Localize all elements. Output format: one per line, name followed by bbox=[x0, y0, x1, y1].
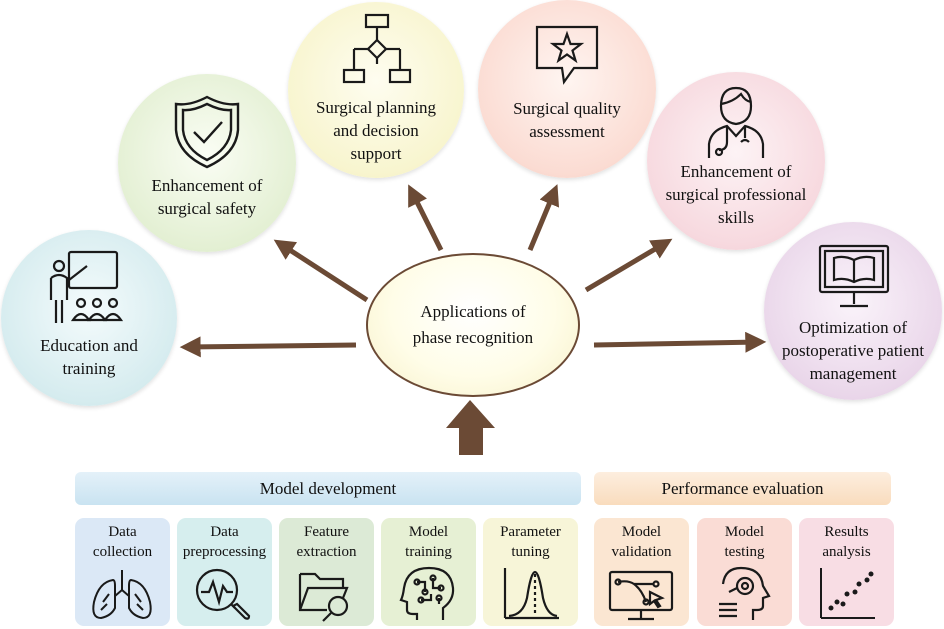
arrow-to-skills bbox=[584, 238, 673, 293]
flowchart-icon bbox=[342, 13, 412, 84]
model-development-banner: Model development bbox=[75, 472, 581, 505]
center-label: Applications of phase recognition bbox=[412, 302, 534, 347]
arrow-to-planning bbox=[408, 184, 444, 252]
folder-search-icon bbox=[298, 572, 349, 622]
app-label-education: Education and training bbox=[40, 336, 138, 378]
doctor-icon bbox=[707, 86, 765, 158]
app-label-postoperative: Optimization of postoperative patient ma… bbox=[781, 318, 925, 383]
performance-evaluation-banner: Performance evaluation bbox=[594, 472, 891, 505]
scatter-plot-icon bbox=[820, 568, 875, 619]
app-label-quality: Surgical quality assessment bbox=[513, 99, 621, 141]
step-results-analysis: Results analysis bbox=[799, 518, 894, 626]
shield-check-icon bbox=[174, 95, 240, 169]
app-circle-postoperative: Optimization of postoperative patient ma… bbox=[764, 222, 942, 400]
app-label-planning: Surgical planning and decision support bbox=[315, 98, 437, 163]
app-circle-safety: Enhancement of surgical safety bbox=[118, 74, 296, 252]
app-circle-planning: Surgical planning and decision support bbox=[288, 2, 464, 178]
head-gear-icon bbox=[719, 566, 771, 620]
app-circle-skills: Enhancement of surgical professional ski… bbox=[647, 72, 825, 250]
magnifier-waveform-icon bbox=[195, 568, 251, 620]
teacher-icon bbox=[49, 250, 124, 323]
step-model-validation: Model validation bbox=[594, 518, 689, 626]
arrow-to-education bbox=[179, 336, 357, 358]
star-speech-bubble-icon bbox=[535, 25, 599, 85]
bell-curve-icon bbox=[503, 568, 559, 620]
step-model-testing: Model testing bbox=[697, 518, 792, 626]
app-circle-education: Education and training bbox=[1, 230, 177, 406]
monitor-curve-icon bbox=[608, 570, 674, 621]
app-label-safety: Enhancement of surgical safety bbox=[151, 176, 263, 218]
step-data-collection: Data collection bbox=[75, 518, 170, 626]
step-data-preprocessing: Data preprocessing bbox=[177, 518, 272, 626]
monitor-book-icon bbox=[818, 244, 890, 308]
step-parameter-tuning: Parameter tuning bbox=[483, 518, 578, 626]
lungs-icon bbox=[92, 570, 152, 620]
arrow-to-safety bbox=[273, 239, 369, 303]
app-circle-quality: Surgical quality assessment bbox=[478, 0, 656, 178]
step-feature-extraction: Feature extraction bbox=[279, 518, 374, 626]
arrow-to-quality bbox=[527, 184, 560, 251]
arrow-to-postoperative bbox=[593, 331, 767, 353]
brain-circuit-icon bbox=[399, 566, 455, 620]
up-arrow bbox=[446, 400, 495, 455]
app-label-skills: Enhancement of surgical professional ski… bbox=[665, 162, 807, 227]
center-oval: Applications of phase recognition bbox=[366, 253, 580, 397]
step-model-training: Model training bbox=[381, 518, 476, 626]
